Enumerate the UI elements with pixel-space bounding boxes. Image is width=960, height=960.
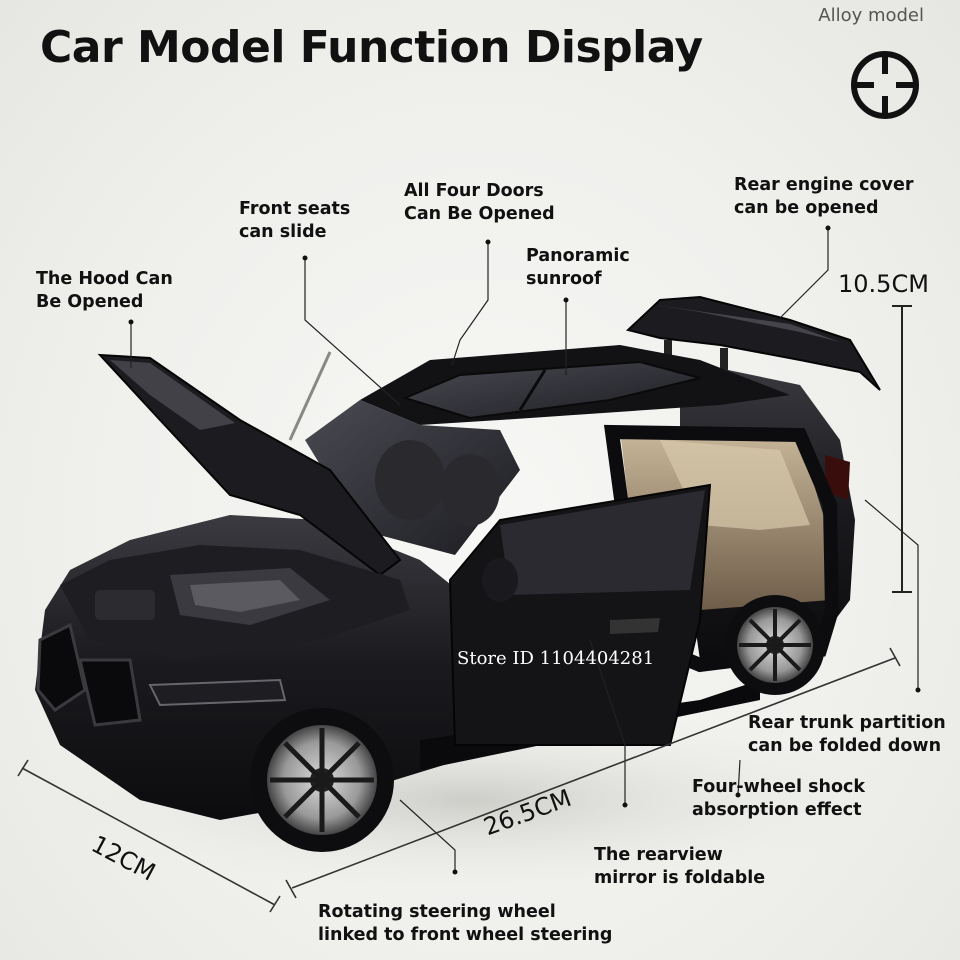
dimension-height: 10.5CM	[838, 270, 929, 298]
rear-wheel	[725, 595, 825, 695]
label-sunroof: Panoramic sunroof	[526, 246, 630, 289]
label-front-seats: Front seats can slide	[239, 199, 351, 242]
brand-label: Alloy model	[818, 5, 924, 26]
label-four-doors: All Four Doors Can Be Opened	[404, 181, 555, 224]
crosshair-icon	[851, 51, 919, 119]
store-watermark: Store ID 1104404281	[457, 648, 655, 669]
label-hood: The Hood Can Be Opened	[36, 269, 173, 312]
label-steering-wheel: Rotating steering wheel linked to front …	[318, 902, 613, 945]
front-door	[448, 483, 712, 746]
label-rearview-mirror: The rearview mirror is foldable	[594, 845, 766, 888]
page-title: Car Model Function Display	[40, 22, 703, 73]
front-wheel	[250, 708, 394, 852]
label-shock-absorption: Four-wheel shock absorption effect	[692, 777, 865, 820]
label-engine-cover: Rear engine cover can be opened	[734, 175, 914, 218]
rear-engine-cover	[625, 295, 881, 391]
label-trunk-partition: Rear trunk partition can be folded down	[748, 713, 946, 756]
